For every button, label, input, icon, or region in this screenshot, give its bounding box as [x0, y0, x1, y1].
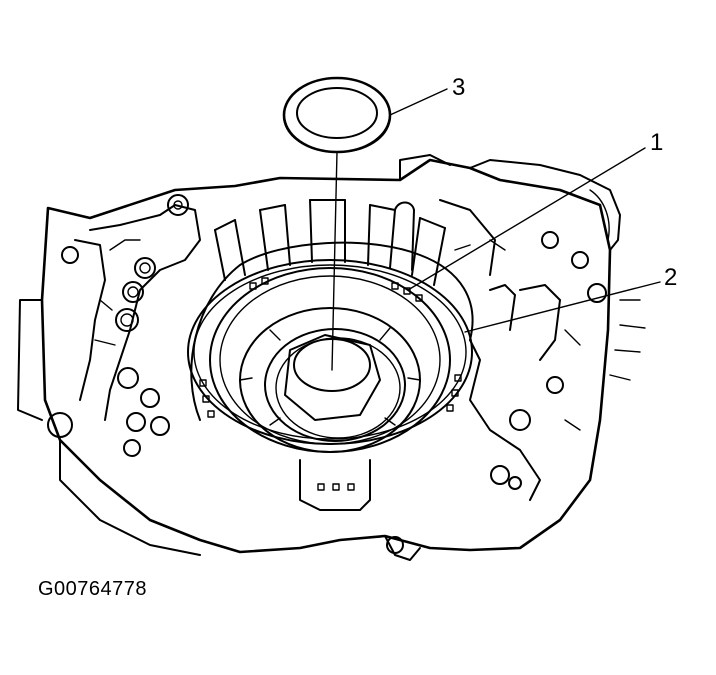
valve-body-left — [47, 194, 201, 457]
leader-line-2 — [464, 281, 661, 333]
case-right-side — [439, 199, 607, 501]
callouts: 1 2 3 — [389, 74, 677, 333]
callout-number-3: 3 — [452, 74, 465, 101]
transmission-case — [17, 154, 646, 561]
thrust-washer — [282, 76, 392, 371]
leader-line-1 — [407, 147, 646, 291]
figure-id-label: G00764778 — [38, 578, 148, 600]
snap-ring — [187, 259, 473, 445]
input-hub — [239, 307, 421, 511]
callout-number-2: 2 — [664, 264, 677, 291]
leader-line-3 — [389, 88, 448, 116]
callout-number-1: 1 — [650, 129, 663, 156]
